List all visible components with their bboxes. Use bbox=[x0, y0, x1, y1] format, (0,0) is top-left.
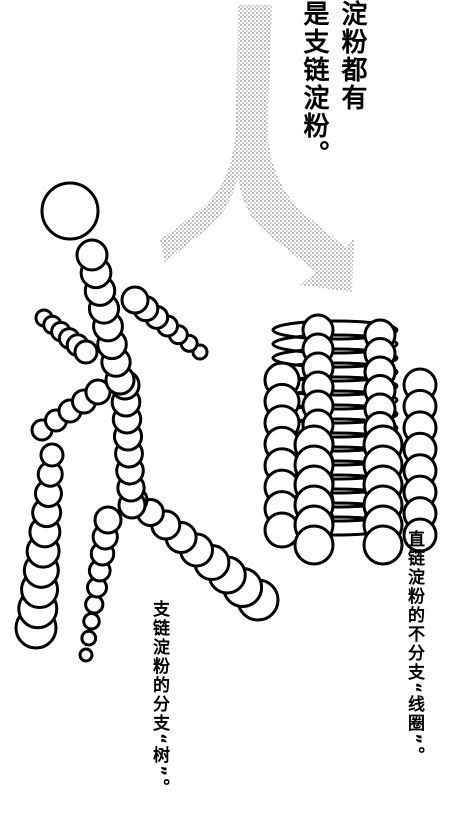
coil-bead bbox=[364, 526, 402, 564]
coil-bead bbox=[295, 526, 333, 564]
tree-bead bbox=[75, 341, 97, 363]
tree-bead bbox=[86, 596, 103, 613]
tree-bead bbox=[82, 631, 96, 645]
tree-bead bbox=[77, 240, 107, 270]
heading-line-1: 淀粉都有 bbox=[334, 0, 371, 112]
tree-bead bbox=[80, 649, 92, 661]
tree-bead bbox=[84, 614, 100, 630]
tree-bead bbox=[95, 507, 121, 533]
heading-line-2: 是支链淀粉。 bbox=[296, 0, 333, 168]
amylose-coil bbox=[265, 315, 436, 564]
tree-bead bbox=[122, 287, 148, 313]
tree-bead bbox=[41, 444, 63, 466]
amylopectin-branched-tree bbox=[16, 183, 278, 661]
caption-straight-coil: 直链淀粉的不分支“线圈”。 bbox=[402, 530, 427, 765]
caption-branched-tree: 支链淀粉的分支“树”。 bbox=[147, 600, 172, 797]
tree-head-bead bbox=[42, 183, 98, 239]
